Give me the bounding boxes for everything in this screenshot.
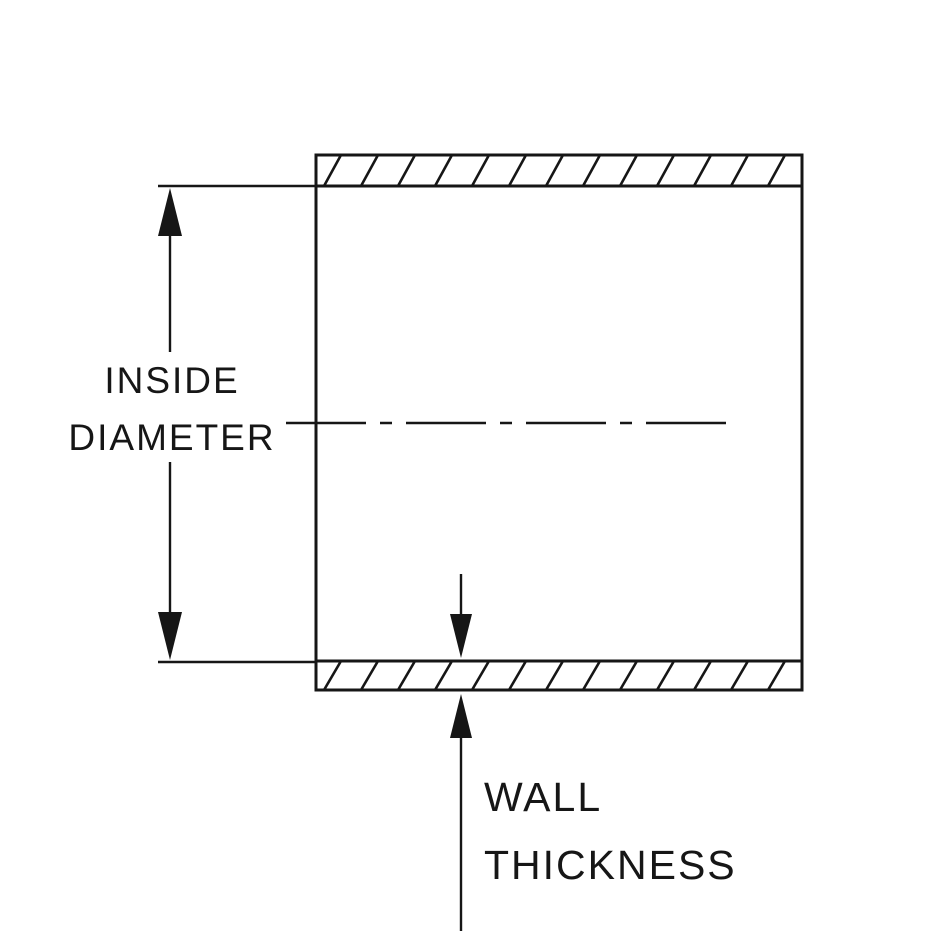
arrow-up-icon [450, 694, 472, 738]
bottom-wall-hatch [316, 661, 802, 690]
arrow-down-icon [158, 612, 182, 660]
hose-body [286, 153, 804, 692]
inside-diameter-label-line1: INSIDE [104, 360, 239, 401]
inside-diameter-dimension: INSIDE DIAMETER [68, 184, 316, 664]
wall-thickness-label-line2: THICKNESS [484, 842, 737, 888]
inside-diameter-label-line2: DIAMETER [68, 417, 275, 458]
wall-thickness-label-line1: WALL [484, 774, 602, 820]
arrow-down-icon [450, 614, 472, 658]
arrow-up-icon [158, 188, 182, 236]
wall-thickness-dimension: WALL THICKNESS [450, 574, 737, 931]
top-wall-hatch [316, 155, 802, 186]
